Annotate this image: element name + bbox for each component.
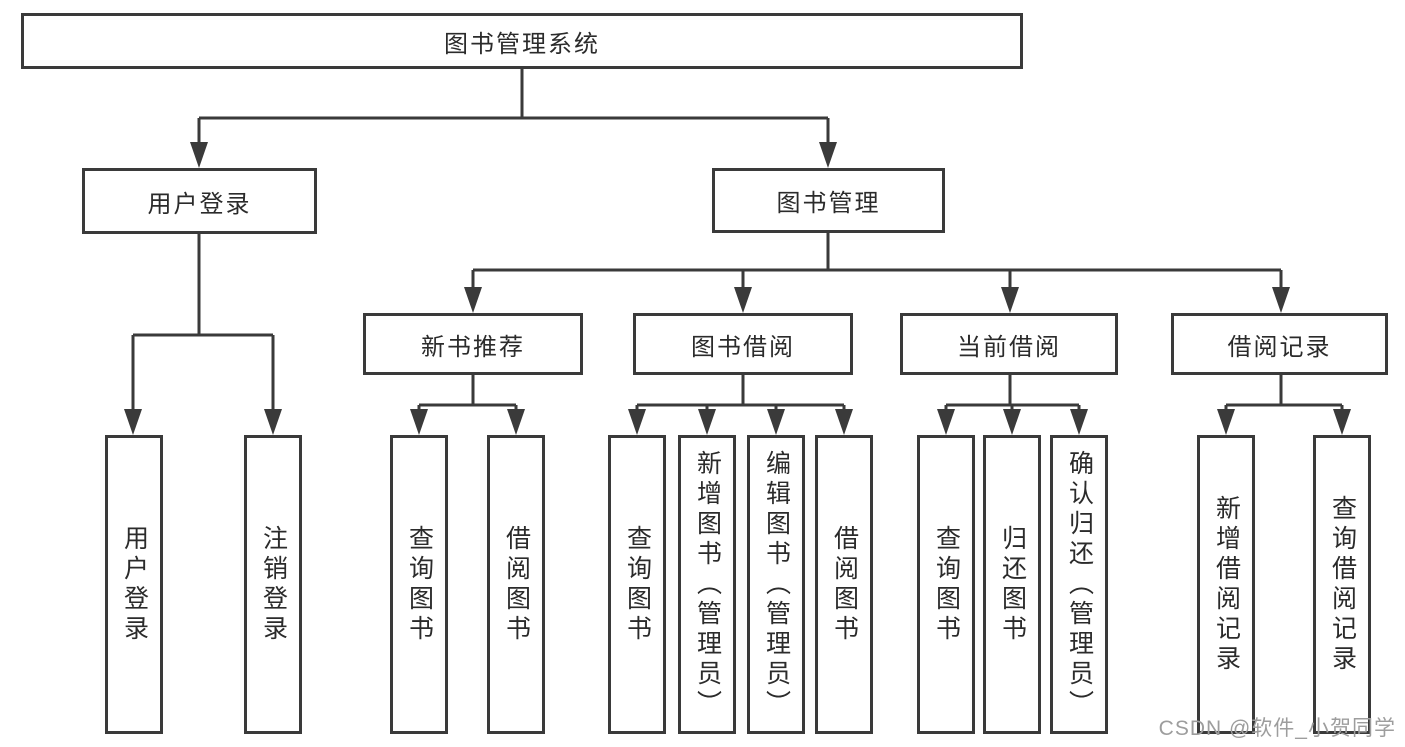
connector-root-to-level2 xyxy=(190,69,837,168)
leaf-query-book-2-label: 查询图书 xyxy=(623,524,652,645)
node-borrow-record: 借阅记录 xyxy=(1171,313,1388,375)
connector-new-book-children xyxy=(410,375,525,435)
arrowhead-down-icon xyxy=(410,409,428,435)
node-book-management-label: 图书管理 xyxy=(776,190,881,217)
leaf-confirm-return-admin: 确认归还（管理员） xyxy=(1050,435,1108,734)
leaf-query-borrow-record: 查询借阅记录 xyxy=(1313,435,1371,734)
arrowhead-down-icon xyxy=(819,142,837,168)
watermark: CSDN @软件_小贺同学 xyxy=(1158,717,1396,740)
arrowhead-down-icon xyxy=(1003,409,1021,435)
leaf-add-borrow-record: 新增借阅记录 xyxy=(1197,435,1255,734)
arrowhead-down-icon xyxy=(1217,409,1235,435)
node-root-label: 图书管理系统 xyxy=(444,30,600,58)
connector-line xyxy=(197,69,830,148)
leaf-add-book-admin: 新增图书（管理员） xyxy=(678,435,736,734)
connector-line xyxy=(1224,375,1344,415)
arrowhead-down-icon xyxy=(1001,287,1019,313)
arrowhead-down-icon xyxy=(1272,287,1290,313)
leaf-logout: 注销登录 xyxy=(244,435,302,734)
node-current-borrow-label: 当前借阅 xyxy=(957,333,1061,361)
connector-book-management-children xyxy=(464,233,1290,313)
leaf-query-book-3-label: 查询图书 xyxy=(932,524,961,645)
node-root: 图书管理系统 xyxy=(21,13,1023,69)
node-borrow-record-label: 借阅记录 xyxy=(1227,333,1332,361)
arrowhead-down-icon xyxy=(1333,409,1351,435)
leaf-return-book-label: 归还图书 xyxy=(998,524,1027,645)
arrowhead-down-icon xyxy=(124,409,142,435)
leaf-query-book-1: 查询图书 xyxy=(390,435,448,734)
node-current-borrow: 当前借阅 xyxy=(900,313,1118,375)
leaf-edit-book-admin-label: 编辑图书（管理员） xyxy=(762,449,791,720)
connector-user-login-children xyxy=(124,234,282,435)
leaf-logout-label: 注销登录 xyxy=(259,524,288,645)
connector-line xyxy=(635,375,846,415)
arrowhead-down-icon xyxy=(937,409,955,435)
connector-line xyxy=(471,233,1283,293)
arrowhead-down-icon xyxy=(835,409,853,435)
node-new-book-recommend: 新书推荐 xyxy=(363,313,583,375)
arrowhead-down-icon xyxy=(507,409,525,435)
arrowhead-down-icon xyxy=(628,409,646,435)
node-user-login: 用户登录 xyxy=(82,168,317,234)
arrowhead-down-icon xyxy=(464,287,482,313)
arrowhead-down-icon xyxy=(264,409,282,435)
leaf-borrow-book-1: 借阅图书 xyxy=(487,435,545,734)
node-book-borrow: 图书借阅 xyxy=(633,313,853,375)
arrowhead-down-icon xyxy=(767,409,785,435)
node-user-login-label: 用户登录 xyxy=(147,190,252,218)
leaf-add-borrow-record-label: 新增借阅记录 xyxy=(1212,494,1241,675)
leaf-borrow-book-2: 借阅图书 xyxy=(815,435,873,734)
leaf-user-login: 用户登录 xyxy=(105,435,163,734)
leaf-user-login-label: 用户登录 xyxy=(120,524,149,645)
leaf-query-book-2: 查询图书 xyxy=(608,435,666,734)
leaf-query-book-3: 查询图书 xyxy=(917,435,975,734)
connector-line xyxy=(131,234,275,415)
arrowhead-down-icon xyxy=(698,409,716,435)
connector-book-borrow-children xyxy=(628,375,853,435)
leaf-return-book: 归还图书 xyxy=(983,435,1041,734)
arrowhead-down-icon xyxy=(1070,409,1088,435)
connector-current-borrow-children xyxy=(937,375,1088,435)
leaf-add-book-admin-label: 新增图书（管理员） xyxy=(693,449,722,720)
node-book-borrow-label: 图书借阅 xyxy=(691,333,795,361)
connector-borrow-record-children xyxy=(1217,375,1351,435)
arrowhead-down-icon xyxy=(190,142,208,168)
node-book-management: 图书管理 xyxy=(712,168,945,233)
leaf-borrow-book-2-label: 借阅图书 xyxy=(830,524,859,645)
arrowhead-down-icon xyxy=(734,287,752,313)
leaf-query-borrow-record-label: 查询借阅记录 xyxy=(1328,494,1357,675)
leaf-query-book-1-label: 查询图书 xyxy=(405,524,434,645)
leaf-confirm-return-admin-label: 确认归还（管理员） xyxy=(1065,449,1094,720)
leaf-edit-book-admin: 编辑图书（管理员） xyxy=(747,435,805,734)
connector-line xyxy=(417,375,518,415)
node-new-book-recommend-label: 新书推荐 xyxy=(421,333,525,361)
leaf-borrow-book-1-label: 借阅图书 xyxy=(502,524,531,645)
